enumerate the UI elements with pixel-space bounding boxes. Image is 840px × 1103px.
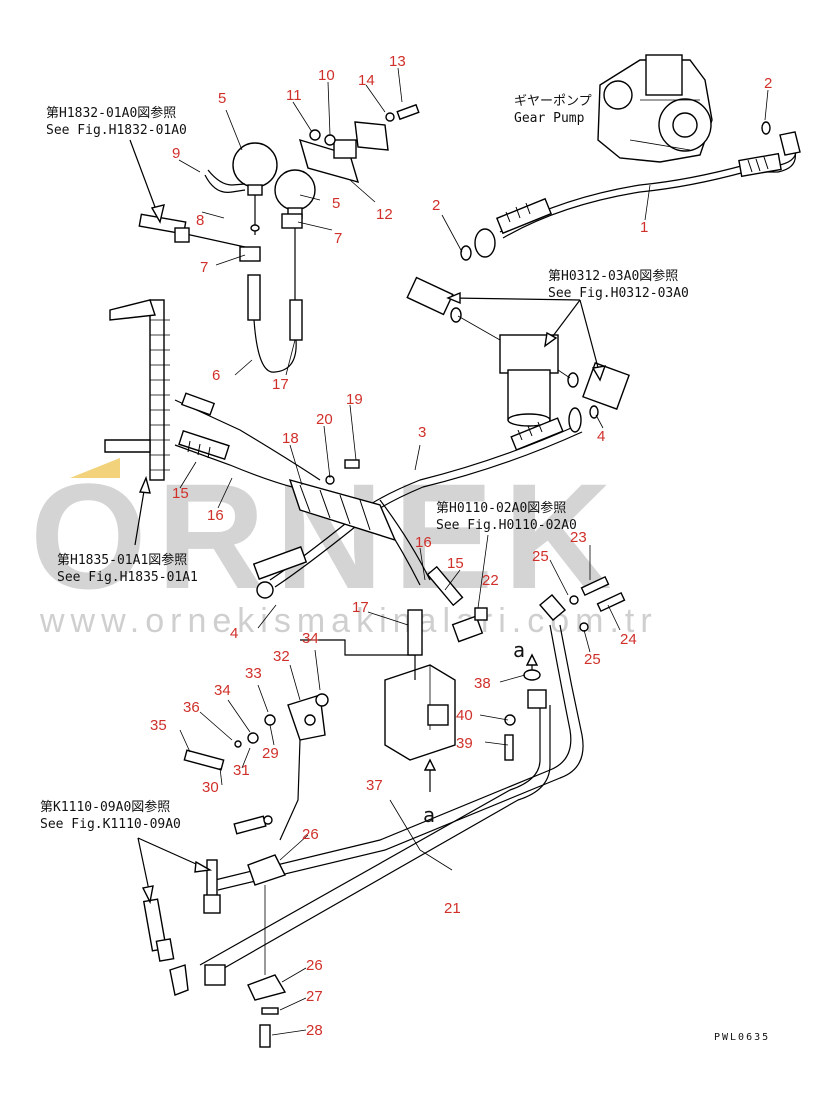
part-number: 33 — [245, 665, 262, 682]
part-number: 25 — [532, 548, 549, 565]
part-number: 9 — [172, 145, 180, 162]
part-number: 12 — [376, 206, 393, 223]
part-number: 14 — [358, 72, 375, 89]
part-number: 6 — [212, 367, 220, 384]
drawing-code: PWL0635 — [714, 1032, 770, 1043]
part-number: 38 — [474, 675, 491, 692]
reference-labels: 第H1832-01A0図参照 See Fig.H1832-01A0 第H0312… — [40, 94, 770, 1043]
part-number: 26 — [302, 826, 319, 843]
seal-2-top — [761, 121, 771, 135]
tubes-21-37 — [199, 624, 584, 976]
part-number: 15 — [447, 555, 464, 572]
watermark-logo-accent — [70, 458, 120, 478]
part-number: 23 — [570, 529, 587, 546]
part-number: 36 — [183, 699, 200, 716]
part-number: 31 — [233, 762, 250, 779]
part-number: 1 — [640, 219, 648, 236]
part-number: 32 — [273, 648, 290, 665]
part-number: 30 — [202, 779, 219, 796]
manifold-rail — [104, 299, 170, 481]
part-number: 18 — [282, 430, 299, 447]
gear-pump-label-en: Gear Pump — [514, 111, 585, 126]
part-number: 26 — [306, 957, 323, 974]
part-number: 3 — [418, 424, 426, 441]
part-number: 17 — [352, 599, 369, 616]
hose-3 — [252, 405, 599, 599]
ref-h1835-jp: 第H1835-01A1図参照 — [57, 552, 187, 568]
bracket-assembly — [183, 693, 329, 1048]
ref-h0110-en: See Fig.H0110-02A0 — [436, 518, 577, 533]
part-number: 5 — [218, 90, 226, 107]
ref-h1832-jp: 第H1832-01A0図参照 — [46, 105, 176, 121]
part-number: 2 — [764, 75, 772, 92]
part-number: 5 — [332, 195, 340, 212]
reference-arrows — [129, 139, 607, 905]
part-number: 10 — [318, 67, 335, 84]
part-number: 20 — [316, 411, 333, 428]
part-number: 34 — [302, 630, 319, 647]
hoses-15-16 — [174, 392, 464, 607]
part-number: 24 — [620, 631, 637, 648]
part-number: 4 — [597, 428, 605, 445]
watermark-brand: ORNEK — [30, 452, 622, 620]
watermark-url: www.ornekismakinalari.com.tr — [39, 602, 658, 640]
part-number: 37 — [366, 777, 383, 794]
part-number: 8 — [196, 212, 204, 229]
clamp-18 — [288, 459, 397, 542]
part-number: 15 — [172, 485, 189, 502]
view-mark-a-lower: a — [423, 803, 435, 827]
fittings-k1110 — [142, 859, 226, 996]
view-mark-a-upper: a — [513, 638, 525, 662]
part-number: 28 — [306, 1022, 323, 1039]
ref-h0312-jp: 第H0312-03A0図参照 — [548, 268, 678, 284]
valve-block — [300, 607, 488, 792]
part-number: 7 — [200, 259, 208, 276]
ref-h1835-en: See Fig.H1835-01A1 — [57, 570, 198, 585]
part-number: 21 — [444, 900, 461, 917]
ref-h0110-jp: 第H0110-02A0図参照 — [436, 500, 566, 516]
part-number: 17 — [272, 376, 289, 393]
ref-h0312-en: See Fig.H0312-03A0 — [548, 286, 689, 301]
gear-pump-label-jp: ギヤーポンプ — [514, 94, 592, 109]
part-number: 2 — [432, 197, 440, 214]
part-number: 11 — [286, 87, 302, 104]
part-number-labels: 1 2 2 3 4 4 5 5 6 7 7 8 9 10 11 12 13 14… — [150, 53, 772, 1039]
part-number: 13 — [389, 53, 406, 70]
part-number: 35 — [150, 717, 167, 734]
ref-k1110-en: See Fig.K1110-09A0 — [40, 817, 181, 832]
fittings-7-8-9 — [138, 169, 303, 262]
part-number: 39 — [456, 735, 473, 752]
part-number: 22 — [482, 572, 499, 589]
part-number: 29 — [262, 745, 279, 762]
hose-1 — [460, 131, 801, 261]
elbow-fitting-23-25 — [525, 575, 626, 680]
part-number: 7 — [334, 230, 342, 247]
gear-pump — [597, 54, 713, 163]
part-number: 25 — [584, 651, 601, 668]
ref-k1110-jp: 第K1110-09A0図参照 — [40, 799, 170, 815]
bracket-12 — [298, 103, 420, 184]
watermark: ORNEK www.ornekismakinalari.com.tr — [30, 452, 658, 640]
ref-h1832-en: See Fig.H1832-01A0 — [46, 123, 187, 138]
part-number: 27 — [306, 988, 323, 1005]
accumulators — [232, 142, 316, 373]
part-number: 34 — [214, 682, 231, 699]
part-number: 40 — [456, 707, 473, 724]
part-number: 19 — [346, 391, 363, 408]
part-number: 16 — [415, 534, 432, 551]
part-number: 16 — [207, 507, 224, 524]
part-number: 4 — [230, 625, 238, 642]
leader-lines — [178, 67, 769, 1036]
